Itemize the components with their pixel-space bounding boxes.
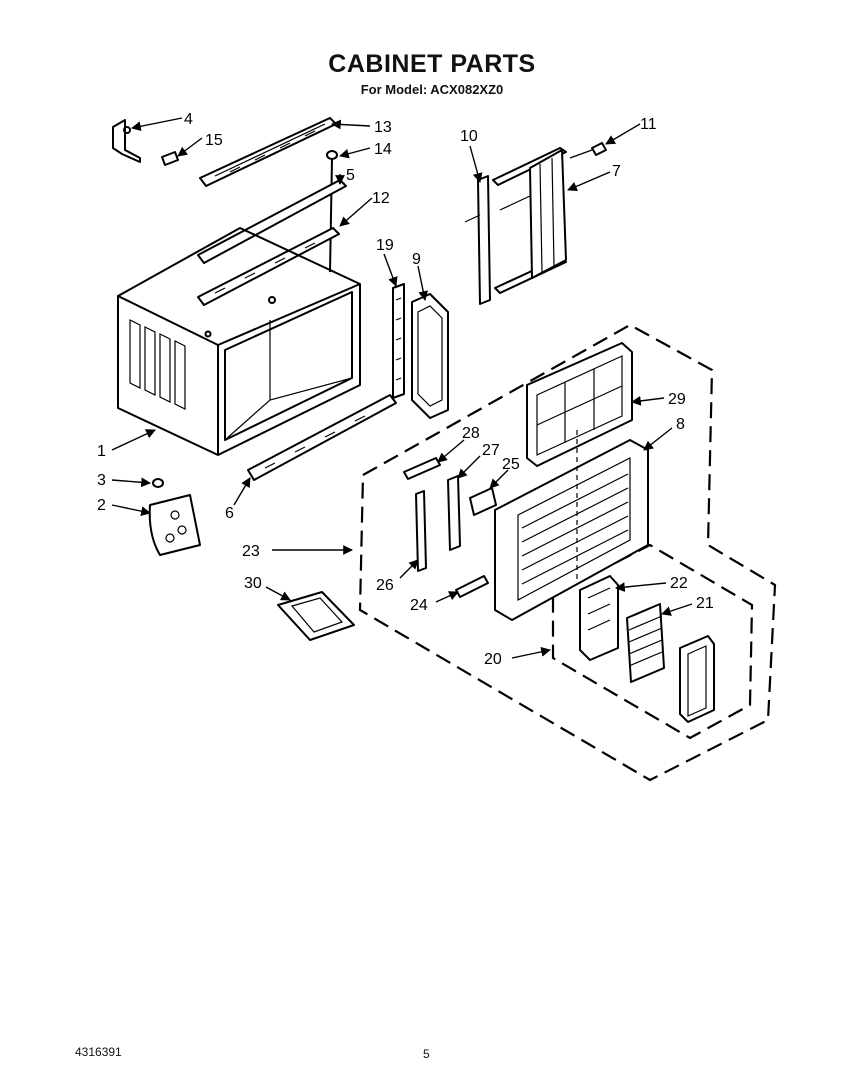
callout-10: 10 — [460, 128, 478, 145]
callout-6: 6 — [225, 505, 234, 522]
bottom-rail-part-6 — [247, 394, 397, 481]
top-rail-part-13 — [199, 117, 337, 187]
callout-1: 1 — [97, 443, 106, 460]
callout-13: 13 — [374, 119, 392, 136]
part-20-block — [679, 635, 715, 723]
page-title: CABINET PARTS — [328, 50, 536, 78]
side-rail-part-10 — [464, 175, 491, 305]
seal-strip-part-19 — [392, 283, 405, 399]
part-27 — [447, 475, 461, 551]
side-louvers — [129, 319, 186, 410]
screw-part-11 — [569, 142, 607, 159]
callout-labels: 4 15 13 14 5 12 10 11 7 19 9 1 3 2 6 28 … — [97, 111, 714, 668]
filter-part-29 — [526, 342, 633, 467]
front-grille-part-8 — [494, 430, 649, 621]
callout-3: 3 — [97, 472, 106, 489]
part-25 — [469, 487, 497, 516]
callout-19: 19 — [376, 237, 394, 254]
callout-15: 15 — [205, 132, 223, 149]
part-21 — [626, 603, 665, 683]
document-number: 4316391 — [75, 1045, 122, 1059]
part-26 — [415, 490, 427, 572]
callout-12: 12 — [372, 190, 390, 207]
group-outline-20 — [551, 543, 754, 740]
callout-14: 14 — [374, 141, 392, 158]
callout-9: 9 — [412, 251, 421, 268]
leader-lines — [111, 117, 693, 659]
gasket-part-9 — [411, 293, 449, 419]
model-subtitle: For Model: ACX082XZ0 — [360, 82, 504, 97]
callout-8: 8 — [676, 416, 685, 433]
cabinet-part-1 — [117, 227, 361, 456]
callout-21: 21 — [696, 595, 714, 612]
callout-4: 4 — [184, 111, 193, 128]
screw-part-3 — [152, 478, 164, 488]
part-22 — [579, 575, 619, 661]
callout-26: 26 — [376, 577, 394, 594]
part-30 — [277, 591, 355, 641]
group-outline-23 — [358, 323, 777, 782]
part-28 — [403, 457, 441, 480]
hardware-bag-part-2 — [148, 494, 201, 556]
callout-28: 28 — [462, 425, 480, 442]
page-number: 5 — [423, 1047, 430, 1061]
callout-7: 7 — [612, 163, 621, 180]
part-24 — [455, 575, 489, 598]
callout-23: 23 — [242, 543, 260, 560]
callout-29: 29 — [668, 391, 686, 408]
screw-part-15 — [161, 151, 179, 166]
bracket-part-4 — [112, 119, 141, 163]
callout-11: 11 — [640, 116, 657, 133]
callout-2: 2 — [97, 497, 106, 514]
callout-22: 22 — [670, 575, 688, 592]
callout-5: 5 — [346, 167, 355, 184]
callout-24: 24 — [410, 597, 428, 614]
screw-part-14 — [326, 150, 338, 273]
bar-part-5 — [197, 179, 347, 264]
curtain-frame-part-7 — [492, 147, 567, 294]
callout-27: 27 — [482, 442, 500, 459]
callout-25: 25 — [502, 456, 520, 473]
callout-30: 30 — [244, 575, 262, 592]
callout-20: 20 — [484, 651, 502, 668]
